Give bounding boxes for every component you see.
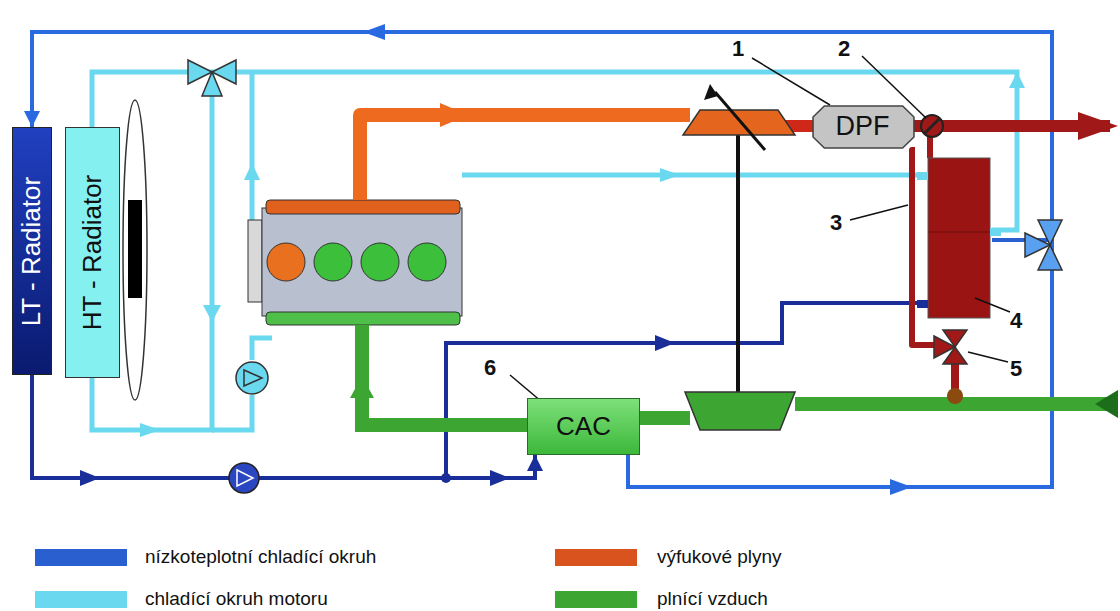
legend-text: chladící okruh motoru (145, 588, 328, 610)
node-label: CAC (556, 411, 611, 442)
callout-number: 5 (1010, 356, 1022, 382)
filter-octagon: DPF (812, 105, 915, 149)
legend-swatch (35, 591, 127, 608)
legend-swatch (555, 591, 637, 608)
legend-swatch (555, 549, 637, 566)
legend-text: výfukové plyny (657, 546, 782, 568)
callout-number: 3 (830, 210, 842, 236)
radiator-box: LT - Radiator (12, 127, 52, 375)
radiator-box: HT - Radiator (65, 127, 120, 378)
callout-number: 6 (484, 355, 496, 381)
legend-swatch (35, 549, 127, 566)
legend-text: plnící vzduch (657, 588, 768, 610)
cooler-box: CAC (527, 398, 640, 455)
legend-text: nízkoteplotní chladící okruh (145, 546, 376, 568)
node-label: DPF (836, 111, 890, 142)
callout-number: 1 (732, 36, 744, 62)
coolant-pipe (24, 24, 1052, 495)
callout-number: 4 (1010, 308, 1022, 334)
callout-number: 2 (838, 36, 850, 62)
node-label: LT - Radiator (17, 176, 48, 325)
node-label: HT - Radiator (77, 175, 108, 331)
